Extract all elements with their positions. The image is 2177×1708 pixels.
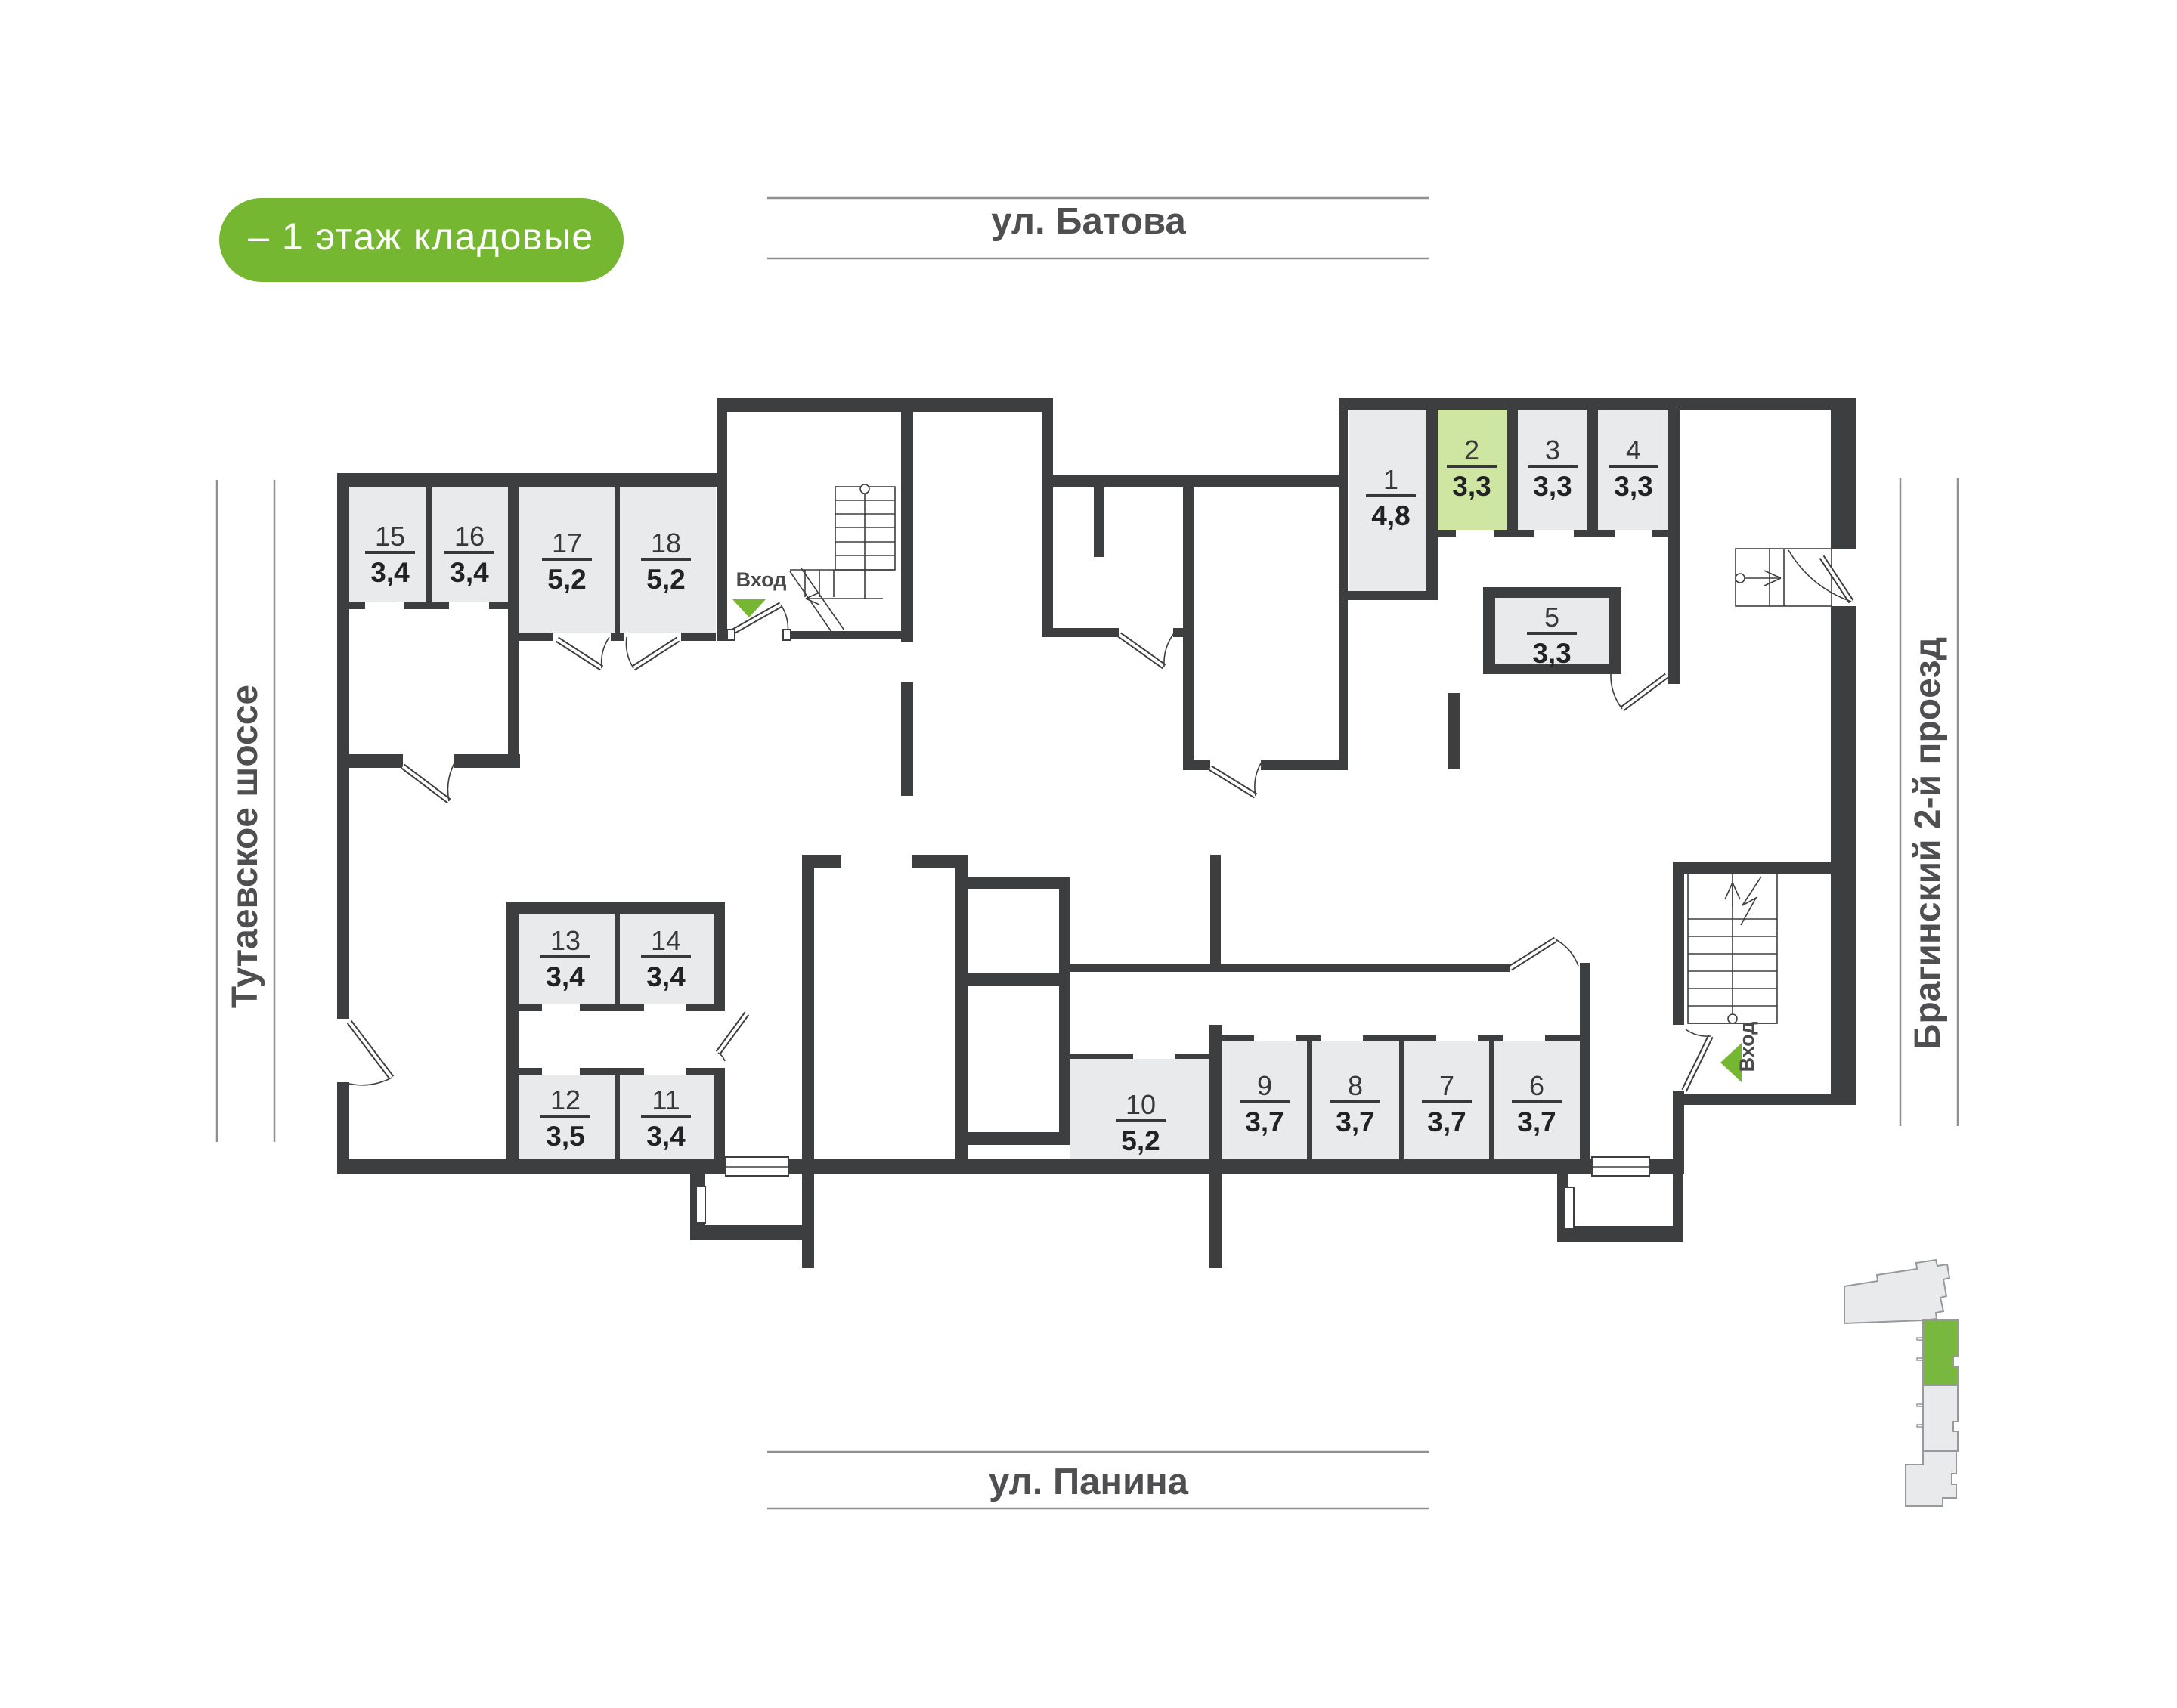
svg-text:11: 11 bbox=[652, 1085, 680, 1115]
svg-text:17: 17 bbox=[552, 528, 582, 559]
svg-text:3,7: 3,7 bbox=[1517, 1106, 1556, 1137]
svg-text:3,4: 3,4 bbox=[646, 1121, 686, 1152]
svg-text:8: 8 bbox=[1348, 1070, 1363, 1101]
svg-text:5: 5 bbox=[1544, 602, 1559, 633]
svg-text:10: 10 bbox=[1126, 1089, 1156, 1120]
svg-text:3,4: 3,4 bbox=[370, 557, 410, 588]
svg-text:14: 14 bbox=[651, 925, 681, 956]
svg-text:5,2: 5,2 bbox=[1121, 1125, 1160, 1156]
svg-text:3,7: 3,7 bbox=[1427, 1106, 1466, 1137]
svg-text:3,3: 3,3 bbox=[1532, 638, 1571, 669]
svg-text:3,4: 3,4 bbox=[546, 961, 585, 992]
svg-text:12: 12 bbox=[550, 1085, 581, 1115]
svg-text:6: 6 bbox=[1529, 1070, 1544, 1101]
svg-text:15: 15 bbox=[375, 521, 405, 552]
svg-text:4: 4 bbox=[1626, 435, 1641, 466]
svg-text:5,2: 5,2 bbox=[646, 564, 685, 595]
svg-text:3: 3 bbox=[1545, 435, 1560, 466]
svg-text:Брагинский 2-й проезд: Брагинский 2-й проезд bbox=[1908, 637, 1948, 1050]
svg-text:3,3: 3,3 bbox=[1614, 471, 1652, 502]
svg-text:ул. Панина: ул. Панина bbox=[989, 1462, 1189, 1502]
svg-text:3,7: 3,7 bbox=[1336, 1106, 1374, 1137]
svg-text:7: 7 bbox=[1439, 1070, 1454, 1101]
svg-text:13: 13 bbox=[550, 925, 581, 956]
svg-text:9: 9 bbox=[1257, 1070, 1272, 1101]
svg-text:Вход: Вход bbox=[736, 568, 787, 591]
svg-text:Тутаевское шоссе: Тутаевское шоссе bbox=[225, 685, 265, 1008]
svg-text:3,3: 3,3 bbox=[1533, 471, 1572, 502]
svg-text:3,3: 3,3 bbox=[1452, 471, 1491, 502]
svg-text:ул. Батова: ул. Батова bbox=[991, 201, 1186, 242]
svg-text:2: 2 bbox=[1464, 435, 1479, 466]
svg-text:– 1 этаж кладовые: – 1 этаж кладовые bbox=[248, 215, 594, 258]
svg-text:3,7: 3,7 bbox=[1245, 1106, 1284, 1137]
svg-text:16: 16 bbox=[454, 521, 485, 552]
svg-text:Вход: Вход bbox=[1736, 1022, 1758, 1072]
svg-text:18: 18 bbox=[651, 528, 681, 559]
svg-text:3,5: 3,5 bbox=[546, 1121, 584, 1152]
svg-text:4,8: 4,8 bbox=[1371, 500, 1410, 531]
svg-text:5,2: 5,2 bbox=[547, 564, 586, 595]
svg-text:1: 1 bbox=[1383, 464, 1398, 495]
svg-text:3,4: 3,4 bbox=[646, 961, 686, 992]
svg-text:3,4: 3,4 bbox=[450, 557, 489, 588]
